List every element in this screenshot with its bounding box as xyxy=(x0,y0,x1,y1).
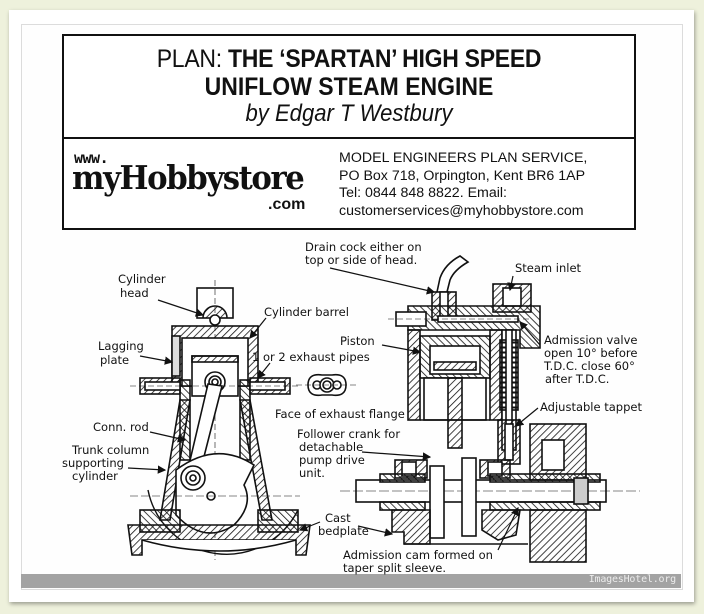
contact-address: PO Box 718, Orpington, Kent BR6 1AP xyxy=(339,167,586,184)
contact-block: MODEL ENGINEERS PLAN SERVICE, PO Box 718… xyxy=(339,150,587,220)
label-admission-valve-2: open 10° before xyxy=(544,346,637,360)
label-conn-rod: Conn. rod xyxy=(93,420,149,434)
author-byline: by Edgar T Westbury xyxy=(245,100,453,127)
label-trunk-column-1: Trunk column xyxy=(71,443,149,457)
contact-service-name: MODEL ENGINEERS PLAN SERVICE, xyxy=(339,150,588,166)
footer-bar xyxy=(21,574,681,588)
label-cast-bedplate-1: Cast xyxy=(325,511,351,525)
title-line-2: UNIFLOW STEAM ENGINE xyxy=(204,73,494,101)
title-area: PLAN: THE ‘SPARTAN’ HIGH SPEED UNIFLOW S… xyxy=(64,36,634,139)
right-sectional-view xyxy=(340,255,640,563)
label-steam-inlet: Steam inlet xyxy=(515,261,582,275)
title-prefix: PLAN: xyxy=(156,45,222,73)
label-admission-valve-4: after T.D.C. xyxy=(545,372,609,386)
label-cast-bedplate-2: bedplate xyxy=(318,524,369,538)
label-cylinder-head-1: Cylinder xyxy=(118,272,166,286)
title-line-1: PLAN: THE ‘SPARTAN’ HIGH SPEED xyxy=(87,45,611,74)
label-exhaust-pipes: 1 or 2 exhaust pipes xyxy=(252,350,370,364)
label-adjustable-tappet: Adjustable tappet xyxy=(540,400,642,414)
contact-phone: Tel: 0844 848 8822. Email: xyxy=(339,185,507,201)
contact-email: customerservices@myhobbystore.com xyxy=(339,202,584,219)
logo-name: myHobbystore xyxy=(72,158,305,197)
myhobbystore-logo: www. myHobbystore .com xyxy=(72,146,322,226)
label-follower-crank-3: pump drive xyxy=(299,453,365,467)
label-admission-valve-1: Admission valve xyxy=(544,333,637,347)
label-drain-cock-1: Drain cock either on xyxy=(305,240,422,254)
label-follower-crank-4: unit. xyxy=(299,466,325,480)
admission-cam-label: Admission cam formed on taper split slee… xyxy=(343,549,493,575)
logo-tld: .com xyxy=(268,196,306,213)
title-bold-line-1: THE ‘SPARTAN’ HIGH SPEED xyxy=(227,45,542,73)
label-drain-cock-2: top or side of head. xyxy=(305,253,417,267)
plan-header-box: PLAN: THE ‘SPARTAN’ HIGH SPEED UNIFLOW S… xyxy=(62,34,636,230)
label-trunk-column-3: cylinder xyxy=(72,469,118,483)
label-trunk-column-2: supporting xyxy=(62,456,124,470)
label-cylinder-barrel: Cylinder barrel xyxy=(264,305,349,319)
label-follower-crank-1: Follower crank for xyxy=(297,427,400,441)
logo-www: www. xyxy=(74,149,109,167)
label-cylinder-head-2: head xyxy=(120,286,149,300)
label-piston: Piston xyxy=(340,334,375,348)
label-follower-crank-2: detachable xyxy=(299,440,363,454)
label-exhaust-flange: Face of exhaust flange xyxy=(275,407,405,421)
label-lagging-plate-2: plate xyxy=(100,353,129,367)
label-admission-cam-1: Admission cam formed on xyxy=(343,548,493,562)
watermark: ImagesHotel.org xyxy=(588,574,677,585)
label-admission-valve-3: T.D.C. close 60° xyxy=(543,359,635,373)
drawing-labels: Cylinder head Lagging plate Cylinder bar… xyxy=(62,240,642,538)
exhaust-flange-face xyxy=(296,373,356,397)
label-admission-cam-2: taper split sleeve. xyxy=(343,561,447,575)
label-lagging-plate-1: Lagging xyxy=(98,339,144,353)
left-elevation-view xyxy=(127,280,311,560)
leader-lines xyxy=(127,267,541,551)
